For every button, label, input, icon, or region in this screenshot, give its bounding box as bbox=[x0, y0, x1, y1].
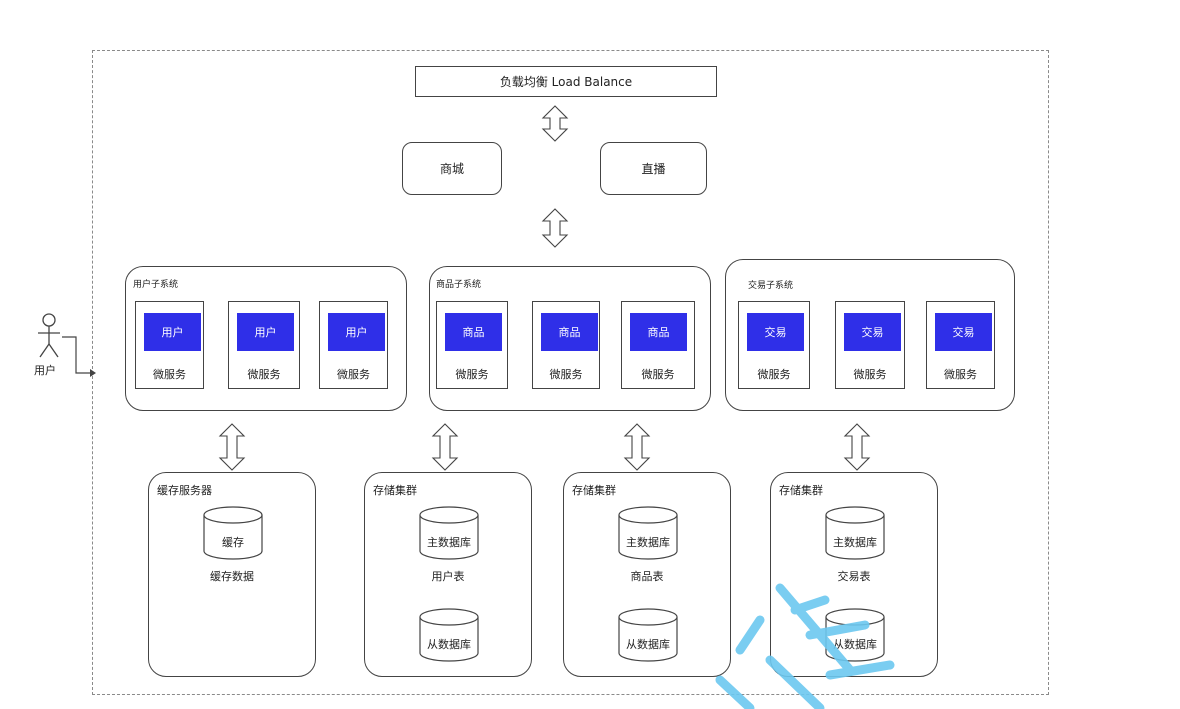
database-cylinder-icon bbox=[618, 608, 678, 662]
database-cylinder-icon bbox=[419, 506, 479, 560]
microservice-card: 用户 微服务 bbox=[135, 301, 204, 389]
user-storage-cluster: 存储集群 主数据库 用户表 从数据库 bbox=[364, 472, 532, 677]
microservice-card: 商品 微服务 bbox=[532, 301, 600, 389]
microservice-card: 用户 微服务 bbox=[319, 301, 388, 389]
service-chip: 用户 bbox=[144, 313, 201, 351]
service-label: 微服务 bbox=[337, 368, 370, 381]
gateway-live: 直播 bbox=[600, 142, 707, 195]
master-db: 主数据库 bbox=[618, 506, 678, 560]
db-label: 缓存 bbox=[222, 536, 244, 549]
microservice-card: 商品 微服务 bbox=[436, 301, 508, 389]
service-label: 微服务 bbox=[455, 368, 489, 381]
product-storage-cluster: 存储集群 主数据库 商品表 从数据库 bbox=[563, 472, 731, 677]
service-label: 微服务 bbox=[641, 368, 675, 381]
db-label: 从数据库 bbox=[427, 638, 471, 651]
store-title: 存储集群 bbox=[779, 484, 823, 497]
service-chip: 用户 bbox=[237, 313, 294, 351]
actor-connector bbox=[62, 336, 96, 377]
double-arrow-icon bbox=[541, 105, 569, 142]
subsystem-title: 用户子系统 bbox=[133, 280, 179, 290]
service-chip: 商品 bbox=[541, 313, 598, 351]
gateway-mall: 商城 bbox=[402, 142, 502, 195]
store-caption: 交易表 bbox=[837, 570, 871, 583]
double-arrow-icon bbox=[623, 423, 651, 471]
service-chip: 用户 bbox=[328, 313, 385, 351]
service-label: 微服务 bbox=[944, 368, 977, 381]
store-title: 存储集群 bbox=[572, 484, 616, 497]
microservice-card: 交易 微服务 bbox=[835, 301, 905, 389]
microservice-card: 交易 微服务 bbox=[926, 301, 995, 389]
db-label: 从数据库 bbox=[626, 638, 670, 651]
store-caption: 用户表 bbox=[431, 570, 465, 583]
microservice-card: 交易 微服务 bbox=[738, 301, 810, 389]
service-chip: 商品 bbox=[630, 313, 687, 351]
store-caption: 商品表 bbox=[630, 570, 664, 583]
watermark-graphic bbox=[715, 583, 895, 709]
slave-db: 从数据库 bbox=[419, 608, 479, 662]
db-label: 从数据库 bbox=[833, 638, 877, 651]
store-caption: 缓存数据 bbox=[210, 570, 254, 583]
load-balancer-label: 负载均衡 Load Balance bbox=[499, 75, 633, 89]
master-db: 主数据库 bbox=[419, 506, 479, 560]
gateway-mall-label: 商城 bbox=[439, 162, 464, 176]
store-title: 缓存服务器 bbox=[157, 484, 212, 497]
service-chip: 交易 bbox=[844, 313, 901, 351]
service-chip: 交易 bbox=[747, 313, 804, 351]
double-arrow-icon bbox=[541, 208, 569, 248]
service-chip: 交易 bbox=[935, 313, 992, 351]
slave-db: 从数据库 bbox=[618, 608, 678, 662]
cache-server: 缓存服务器 缓存 缓存数据 bbox=[148, 472, 316, 677]
product-subsystem: 商品子系统 商品 微服务 商品 微服务 商品 微服务 bbox=[429, 266, 711, 411]
service-label: 微服务 bbox=[153, 368, 186, 381]
user-actor-icon bbox=[38, 313, 60, 358]
service-label: 微服务 bbox=[853, 368, 887, 381]
cache-db: 缓存 bbox=[203, 506, 263, 560]
master-db: 主数据库 bbox=[825, 506, 885, 560]
service-label: 微服务 bbox=[549, 368, 583, 381]
store-title: 存储集群 bbox=[373, 484, 417, 497]
database-cylinder-icon bbox=[825, 506, 885, 560]
double-arrow-icon bbox=[843, 423, 871, 471]
db-label: 主数据库 bbox=[427, 536, 471, 549]
gateway-live-label: 直播 bbox=[641, 162, 666, 176]
service-label: 微服务 bbox=[247, 368, 281, 381]
microservice-card: 用户 微服务 bbox=[228, 301, 300, 389]
service-chip: 商品 bbox=[445, 313, 502, 351]
microservice-card: 商品 微服务 bbox=[621, 301, 695, 389]
database-cylinder-icon bbox=[618, 506, 678, 560]
db-label: 主数据库 bbox=[833, 536, 877, 549]
trade-storage-cluster: 存储集群 主数据库 交易表 从数据库 bbox=[770, 472, 938, 677]
actor-label: 用户 bbox=[34, 364, 56, 377]
load-balancer-box: 负载均衡 Load Balance bbox=[415, 66, 717, 97]
service-label: 微服务 bbox=[757, 368, 791, 381]
double-arrow-icon bbox=[218, 423, 246, 471]
subsystem-title: 交易子系统 bbox=[748, 281, 794, 291]
database-cylinder-icon bbox=[419, 608, 479, 662]
db-label: 主数据库 bbox=[626, 536, 670, 549]
subsystem-title: 商品子系统 bbox=[436, 280, 482, 290]
trade-subsystem: 交易子系统 交易 微服务 交易 微服务 交易 微服务 bbox=[725, 259, 1015, 411]
double-arrow-icon bbox=[431, 423, 459, 471]
database-cylinder-icon bbox=[203, 506, 263, 560]
user-subsystem: 用户子系统 用户 微服务 用户 微服务 用户 微服务 bbox=[125, 266, 407, 411]
